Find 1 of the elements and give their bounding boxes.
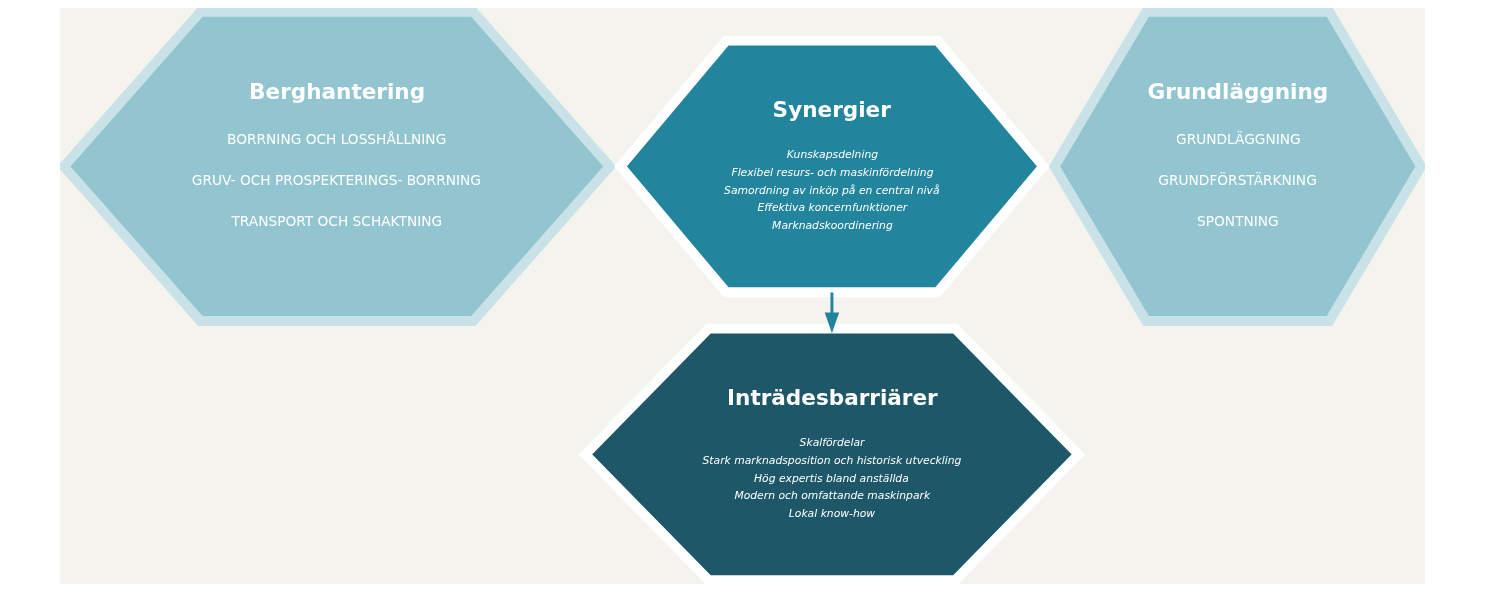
- arrow: [824, 292, 840, 334]
